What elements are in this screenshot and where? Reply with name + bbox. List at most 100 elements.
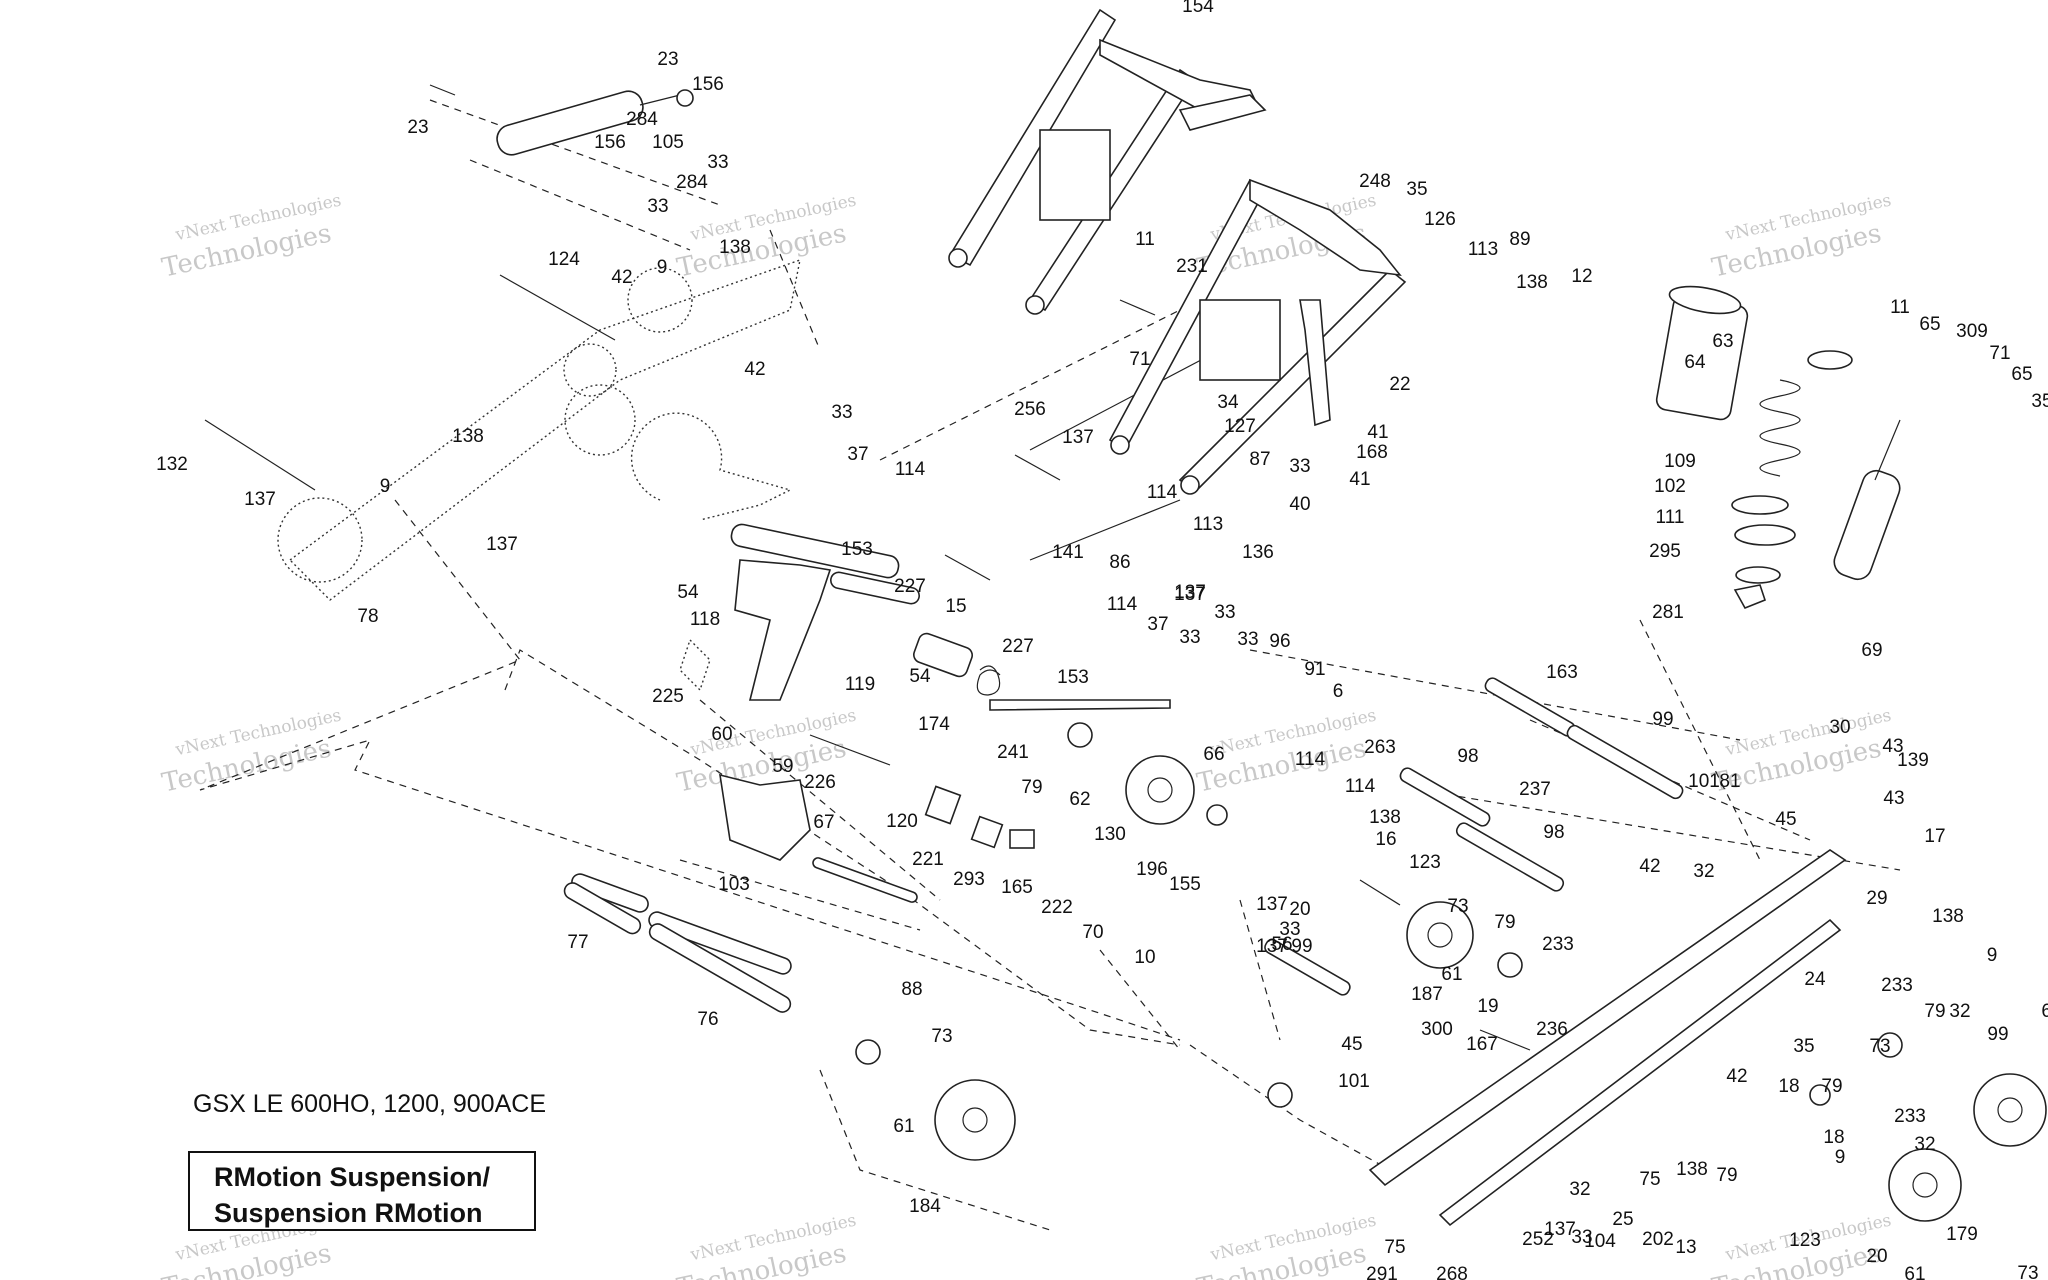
callout-11: 11 [1135, 229, 1155, 250]
callout-12: 12 [1571, 266, 1592, 287]
callout-293: 293 [953, 869, 985, 890]
callout-233: 233 [1881, 975, 1913, 996]
callout-71: 71 [1129, 349, 1150, 370]
callout-138: 138 [1676, 1159, 1708, 1180]
callout-130: 130 [1094, 824, 1126, 845]
callout-42: 42 [1639, 856, 1660, 877]
callout-118: 118 [690, 609, 720, 630]
callout-33: 33 [1237, 629, 1258, 650]
callout-137: 137 [1062, 427, 1094, 448]
callout-9: 9 [1987, 945, 1998, 966]
callout-138: 138 [719, 237, 751, 258]
callout-79: 79 [1494, 912, 1515, 933]
callout-174: 174 [918, 714, 950, 735]
callout-113: 113 [1468, 239, 1498, 260]
callout-123: 123 [1409, 852, 1441, 873]
callout-295: 295 [1649, 541, 1681, 562]
callout-41: 41 [1367, 422, 1388, 443]
callout-79: 79 [1924, 1001, 1945, 1022]
callout-81: 81 [1719, 771, 1740, 792]
callout-73: 73 [931, 1026, 952, 1047]
callout-32: 32 [1569, 1179, 1590, 1200]
callout-227: 227 [1002, 636, 1034, 657]
callout-99: 99 [1291, 936, 1312, 957]
callout-33: 33 [1279, 919, 1300, 940]
callout-236: 236 [1536, 1019, 1568, 1040]
callout-60: 60 [711, 724, 732, 745]
callout-114: 114 [1345, 776, 1376, 797]
callout-252: 252 [1522, 1229, 1554, 1250]
callout-9: 9 [657, 257, 668, 278]
callout-138: 138 [1932, 906, 1964, 927]
rear-arm-frame [1108, 178, 1407, 495]
callout-226: 226 [804, 772, 836, 793]
callout-61: 61 [1441, 964, 1462, 985]
callout-76: 76 [697, 1009, 718, 1030]
callout-114: 114 [1107, 594, 1138, 615]
wheel-right-edge [1973, 1073, 2047, 1147]
callout-309: 309 [1956, 321, 1988, 342]
callout-104: 104 [1584, 1231, 1616, 1252]
cross-shafts [563, 677, 1684, 1013]
callout-87: 87 [1249, 449, 1270, 470]
callout-67: 67 [813, 812, 834, 833]
callout-22: 22 [1389, 374, 1410, 395]
callout-30: 30 [1829, 717, 1850, 738]
callout-35: 35 [1793, 1036, 1814, 1057]
callout-114: 114 [1147, 482, 1178, 503]
callout-37: 37 [847, 444, 868, 465]
callout-139: 139 [1897, 750, 1929, 771]
shock-absorber-front [496, 89, 694, 156]
callout-221: 221 [912, 849, 944, 870]
callout-59: 59 [772, 756, 793, 777]
callout-114: 114 [1295, 749, 1326, 770]
shock-absorber-rear [1655, 285, 1901, 610]
callout-233: 233 [1894, 1106, 1926, 1127]
callout-138: 138 [1516, 272, 1548, 293]
callout-222: 222 [1041, 897, 1073, 918]
callout-23: 23 [407, 117, 428, 138]
callout-34: 34 [1217, 392, 1239, 413]
callout-103: 103 [718, 874, 750, 895]
callout-37: 37 [1147, 614, 1168, 635]
callout-32: 32 [1949, 1001, 1970, 1022]
callout-137: 137 [1256, 894, 1288, 915]
callout-202: 202 [1642, 1229, 1674, 1250]
callout-153: 153 [1057, 667, 1089, 688]
callout-65: 65 [1919, 314, 1940, 335]
callout-42: 42 [1726, 1066, 1747, 1087]
callout-187: 187 [1411, 984, 1443, 1005]
callout-64: 64 [1684, 352, 1706, 373]
callout-281: 281 [1652, 602, 1684, 623]
callout-111: 111 [1656, 507, 1685, 528]
callout-73: 73 [1869, 1036, 1890, 1057]
callout-6: 6 [1333, 681, 1344, 702]
callout-32: 32 [1693, 861, 1714, 882]
callout-102: 102 [1654, 476, 1686, 497]
callout-33: 33 [707, 152, 728, 173]
callout-138: 138 [1369, 807, 1401, 828]
callout-45: 45 [1775, 809, 1796, 830]
callout-154: 154 [1182, 0, 1214, 17]
callout-101: 101 [1338, 1071, 1370, 1092]
callout-119: 119 [845, 674, 875, 695]
callout-156: 156 [692, 74, 724, 95]
callout-18: 18 [1778, 1076, 1799, 1097]
callout-19: 19 [1477, 996, 1498, 1017]
callout-29: 29 [1866, 888, 1887, 909]
callout-248: 248 [1359, 171, 1391, 192]
callout-79: 79 [1716, 1165, 1737, 1186]
callout-231: 231 [1176, 256, 1208, 277]
callout-88: 88 [901, 979, 922, 1000]
callout-126: 126 [1424, 209, 1456, 230]
wheel-268 [1888, 1148, 1962, 1222]
callout-10: 10 [1134, 947, 1155, 968]
callout-61: 61 [893, 1116, 914, 1137]
callout-132: 132 [156, 454, 188, 475]
callout-163: 163 [1546, 662, 1578, 683]
callout-62: 62 [1069, 789, 1090, 810]
callout-33: 33 [831, 402, 852, 423]
callout-184: 184 [909, 1196, 941, 1217]
callout-137: 137 [1544, 1219, 1576, 1240]
